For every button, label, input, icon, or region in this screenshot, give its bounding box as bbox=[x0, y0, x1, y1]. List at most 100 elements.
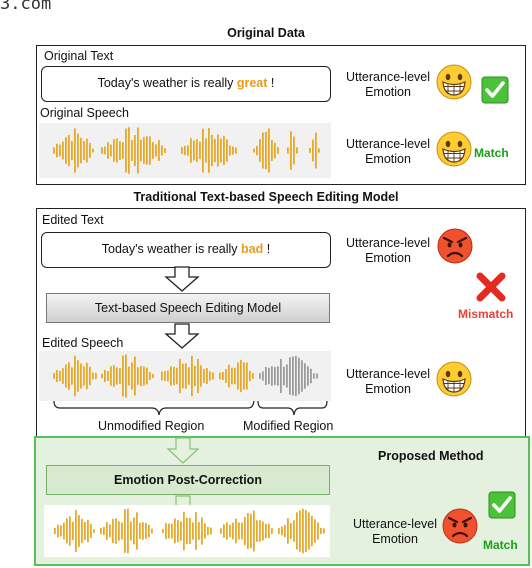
check-icon bbox=[488, 491, 516, 519]
waveform-bar bbox=[143, 366, 145, 386]
waveform-bar bbox=[244, 516, 246, 546]
waveform-bar bbox=[323, 528, 325, 534]
edited-sentence-prefix: Today's weather is really bbox=[101, 242, 242, 256]
waveform-bar bbox=[200, 365, 202, 387]
waveform-bar bbox=[101, 147, 103, 154]
waveform-bar bbox=[202, 128, 204, 173]
original-waveform bbox=[53, 127, 320, 174]
waveform-bar bbox=[305, 510, 307, 552]
waveform-bar bbox=[100, 527, 102, 535]
waveform-bar bbox=[127, 508, 129, 554]
waveform-bar bbox=[104, 146, 106, 155]
waveform-bar bbox=[161, 145, 163, 156]
waveform-bar bbox=[77, 360, 79, 392]
waveform-bar bbox=[307, 366, 309, 386]
waveform-bar bbox=[247, 512, 249, 550]
waveform-bar bbox=[68, 362, 70, 390]
waveform-bar bbox=[268, 367, 270, 385]
waveform-bar bbox=[72, 521, 74, 541]
waveform-bar bbox=[219, 372, 221, 380]
emotion-label-line1: Utterance-level bbox=[345, 236, 431, 250]
waveform-bar bbox=[65, 137, 67, 164]
waveform-bar bbox=[124, 509, 126, 553]
waveform-bar bbox=[140, 139, 142, 162]
waveform-bar bbox=[196, 139, 198, 162]
waveform-bar bbox=[176, 367, 178, 385]
waveform-bar bbox=[235, 147, 237, 154]
emotion-post-correction-box: Emotion Post-Correction bbox=[46, 465, 330, 495]
grinning-face-icon bbox=[436, 64, 472, 100]
waveform-bar bbox=[149, 136, 151, 165]
waveform-bar bbox=[104, 369, 106, 383]
waveform-bar bbox=[287, 147, 289, 154]
waveform-bar bbox=[180, 521, 182, 541]
edited-text-label: Edited Text bbox=[42, 213, 104, 227]
waveform-bar bbox=[152, 142, 154, 159]
waveform-bar bbox=[115, 518, 117, 544]
waveform-bar bbox=[212, 372, 214, 380]
waveform-bar bbox=[195, 512, 197, 550]
waveform-bar bbox=[63, 522, 65, 540]
waveform-bar bbox=[241, 522, 243, 540]
waveform-bar bbox=[62, 368, 64, 384]
waveform-bar bbox=[53, 373, 55, 379]
waveform-bar bbox=[125, 354, 127, 398]
waveform-bar bbox=[173, 366, 175, 386]
region-braces bbox=[53, 400, 328, 416]
edited-sentence-keyword: bad bbox=[241, 242, 264, 256]
waveform-bar bbox=[271, 528, 273, 534]
emotion-label-line2: Emotion bbox=[372, 532, 418, 546]
waveform-bar bbox=[259, 139, 261, 162]
waveform-bar bbox=[66, 518, 68, 544]
waveform-bar bbox=[60, 525, 62, 537]
waveform-bar bbox=[92, 372, 94, 380]
emotion-label-line2: Emotion bbox=[365, 152, 411, 166]
waveform-bar bbox=[278, 528, 280, 534]
waveform-bar bbox=[208, 128, 210, 173]
waveform-bar bbox=[69, 516, 71, 546]
waveform-bar bbox=[296, 147, 298, 154]
waveform-bar bbox=[54, 527, 56, 535]
waveform-bar bbox=[206, 368, 208, 384]
waveform-bar bbox=[134, 135, 136, 166]
waveform-bar bbox=[209, 371, 211, 381]
waveform-bar bbox=[89, 143, 91, 158]
waveform-bar bbox=[192, 522, 194, 540]
check-icon bbox=[481, 76, 509, 104]
waveform-bar bbox=[253, 510, 255, 552]
waveform-bar bbox=[312, 139, 314, 162]
waveform-bar bbox=[316, 373, 318, 379]
corrected-waveform bbox=[54, 508, 325, 554]
waveform-bar bbox=[130, 521, 132, 541]
waveform-bar bbox=[232, 146, 234, 155]
waveform-bar bbox=[75, 510, 77, 552]
waveform-bar bbox=[131, 140, 133, 161]
waveform-bar bbox=[232, 522, 234, 540]
waveform-bar bbox=[139, 523, 141, 539]
waveform-bar bbox=[101, 373, 103, 379]
waveform-bar bbox=[80, 363, 82, 389]
waveform-bar bbox=[137, 127, 139, 174]
waveform-bar bbox=[122, 355, 124, 397]
traditional-title: Traditional Text-based Speech Editing Mo… bbox=[133, 190, 399, 204]
emotion-label-line2: Emotion bbox=[365, 251, 411, 265]
waveform-bar bbox=[296, 512, 298, 550]
waveform-bar bbox=[107, 142, 109, 159]
original-text-emotion-label: Utterance-level Emotion bbox=[338, 70, 438, 100]
waveform-bar bbox=[284, 524, 286, 538]
waveform-bar bbox=[53, 147, 55, 154]
original-speech-emotion-label: Utterance-level Emotion bbox=[338, 137, 438, 167]
waveform-bar bbox=[268, 523, 270, 539]
waveform-bar bbox=[167, 370, 169, 382]
waveform-bar bbox=[57, 524, 59, 538]
waveform-bar bbox=[122, 142, 124, 159]
waveform-bar bbox=[81, 518, 83, 544]
mismatch-label: Mismatch bbox=[458, 307, 514, 321]
waveform-bar bbox=[277, 147, 279, 154]
waveform-bar bbox=[225, 369, 227, 383]
waveform-bar bbox=[182, 363, 184, 389]
waveform-bar bbox=[184, 145, 186, 156]
waveform-bar bbox=[56, 370, 58, 382]
waveform-bar bbox=[125, 128, 127, 173]
waveform-bar bbox=[298, 357, 300, 395]
